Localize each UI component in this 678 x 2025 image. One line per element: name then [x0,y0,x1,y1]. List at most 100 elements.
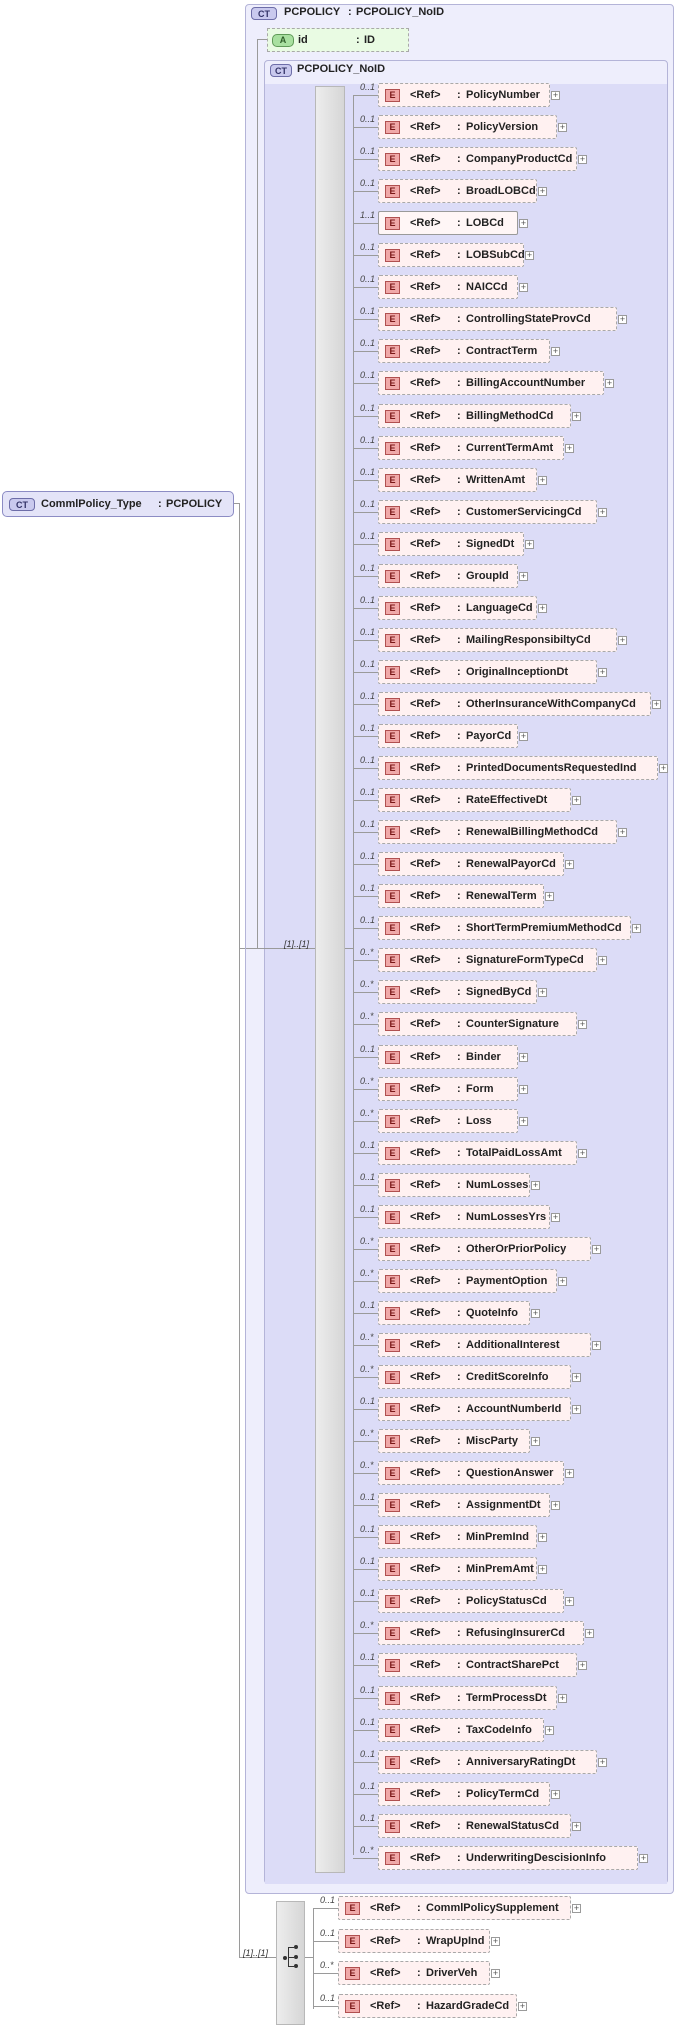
element-short-term-premium-method-cd[interactable]: E<Ref>:ShortTermPremiumMethodCd [378,916,631,941]
element-billing-account-number[interactable]: E<Ref>:BillingAccountNumber [378,371,604,396]
element-tax-code-info[interactable]: E<Ref>:TaxCodeInfo [378,1717,544,1742]
element-credit-score-info[interactable]: E<Ref>:CreditScoreInfo [378,1365,571,1389]
attribute-id[interactable]: A id : ID [267,28,409,52]
expand-icon[interactable]: + [578,1147,587,1158]
expand-icon[interactable]: + [538,1564,547,1575]
expand-icon[interactable]: + [592,1243,601,1254]
element-payor-cd[interactable]: E<Ref>:PayorCd [378,724,518,748]
expand-icon[interactable]: + [565,442,574,453]
element-assignment-dt[interactable]: E<Ref>:AssignmentDt [378,1493,550,1518]
element-total-paid-loss-amt[interactable]: E<Ref>:TotalPaidLossAmt [378,1140,577,1165]
expand-icon[interactable]: + [618,827,627,838]
expand-icon[interactable]: + [565,1468,574,1479]
element-term-process-dt[interactable]: E<Ref>:TermProcessDt [378,1685,557,1710]
element-other-or-prior-policy[interactable]: E<Ref>:OtherOrPriorPolicy [378,1236,591,1261]
element-account-number-id[interactable]: E<Ref>:AccountNumberId [378,1397,571,1422]
expand-icon[interactable]: + [558,122,567,133]
element-driver-veh[interactable]: E<Ref>:DriverVeh [338,1961,490,1985]
expand-icon[interactable]: + [605,378,614,389]
element-payment-option[interactable]: E<Ref>:PaymentOption [378,1268,557,1293]
expand-icon[interactable]: + [491,1935,500,1946]
expand-icon[interactable]: + [519,218,528,229]
expand-icon[interactable]: + [578,1660,587,1671]
expand-icon[interactable]: + [572,795,581,806]
expand-icon[interactable]: + [558,1692,567,1703]
expand-icon[interactable]: + [551,1211,560,1222]
element-underwriting-descision-info[interactable]: E<Ref>:UnderwritingDescisionInfo [378,1845,638,1870]
element-renewal-status-cd[interactable]: E<Ref>:RenewalStatusCd [378,1813,571,1838]
element-other-insurance-with-company-cd[interactable]: E<Ref>:OtherInsuranceWithCompanyCd [378,691,651,716]
expand-icon[interactable]: + [545,1724,554,1735]
expand-icon[interactable]: + [538,474,547,485]
expand-icon[interactable]: + [538,602,547,613]
root-complex-type[interactable]: CT CommlPolicy_Type : PCPOLICY [2,491,234,517]
expand-icon[interactable]: + [538,987,547,998]
expand-icon[interactable]: + [572,1903,581,1913]
element-binder[interactable]: E<Ref>:Binder [378,1044,518,1069]
expand-icon[interactable]: + [632,923,641,934]
element-hazard-grade-cd[interactable]: E<Ref>:HazardGradeCd [338,1993,517,2018]
element-policy-number[interactable]: E<Ref>:PolicyNumber [378,83,550,107]
expand-icon[interactable]: + [652,698,661,709]
element-loss[interactable]: E<Ref>:Loss [378,1108,518,1133]
expand-icon[interactable]: + [519,731,528,741]
expand-icon[interactable]: + [491,1968,500,1978]
expand-icon[interactable]: + [578,154,587,165]
element-policy-status-cd[interactable]: E<Ref>:PolicyStatusCd [378,1589,564,1614]
element-group-id[interactable]: E<Ref>:GroupId [378,563,518,588]
expand-icon[interactable]: + [598,955,607,966]
expand-icon[interactable]: + [519,570,528,581]
element-min-prem-amt[interactable]: E<Ref>:MinPremAmt [378,1557,537,1582]
element-language-cd[interactable]: E<Ref>:LanguageCd [378,595,537,620]
expand-icon[interactable]: + [519,1051,528,1062]
element-contract-share-pct[interactable]: E<Ref>:ContractSharePct [378,1653,577,1678]
element-renewal-payor-cd[interactable]: E<Ref>:RenewalPayorCd [378,852,564,877]
expand-icon[interactable]: + [572,1404,581,1415]
element-renewal-term[interactable]: E<Ref>:RenewalTerm [378,884,544,909]
expand-icon[interactable]: + [598,1756,607,1767]
element-renewal-billing-method-cd[interactable]: E<Ref>:RenewalBillingMethodCd [378,820,617,845]
element-policy-version[interactable]: E<Ref>:PolicyVersion [378,115,557,140]
expand-icon[interactable]: + [598,506,607,517]
element-comml-policy-supplement[interactable]: E<Ref>:CommlPolicySupplement [338,1896,571,1920]
element-rate-effective-dt[interactable]: E<Ref>:RateEffectiveDt [378,788,571,813]
element-signed-by-cd[interactable]: E<Ref>:SignedByCd [378,980,537,1005]
expand-icon[interactable]: + [618,314,627,325]
element-question-answer[interactable]: E<Ref>:QuestionAnswer [378,1461,564,1486]
element-misc-party[interactable]: E<Ref>:MiscParty [378,1429,530,1454]
element-anniversary-rating-dt[interactable]: E<Ref>:AnniversaryRatingDt [378,1749,597,1774]
expand-icon[interactable]: + [572,1372,581,1382]
expand-icon[interactable]: + [592,1339,601,1350]
element-current-term-amt[interactable]: E<Ref>:CurrentTermAmt [378,435,564,460]
expand-icon[interactable]: + [525,538,534,549]
element-customer-servicing-cd[interactable]: E<Ref>:CustomerServicingCd [378,499,597,524]
element-lobsub-cd[interactable]: E<Ref>:LOBSubCd [378,243,525,268]
element-min-prem-ind[interactable]: E<Ref>:MinPremInd [378,1525,537,1550]
element-policy-term-cd[interactable]: E<Ref>:PolicyTermCd [378,1781,550,1806]
element-mailing-responsibilty-cd[interactable]: E<Ref>:MailingResponsibiltyCd [378,627,617,652]
element-form[interactable]: E<Ref>:Form [378,1076,518,1101]
element-lobcd[interactable]: E<Ref>:LOBCd [378,211,518,236]
expand-icon[interactable]: + [531,1307,540,1318]
element-written-amt[interactable]: E<Ref>:WrittenAmt [378,467,537,492]
element-num-losses[interactable]: E<Ref>:NumLosses [378,1172,530,1197]
element-naiccd[interactable]: E<Ref>:NAICCd [378,275,518,300]
expand-icon[interactable]: + [572,410,581,421]
expand-icon[interactable]: + [558,1275,567,1286]
expand-icon[interactable]: + [585,1628,594,1639]
expand-icon[interactable]: + [659,763,668,774]
expand-icon[interactable]: + [618,634,627,645]
element-printed-documents-requested-ind[interactable]: E<Ref>:PrintedDocumentsRequestedInd [378,756,658,781]
element-company-product-cd[interactable]: E<Ref>:CompanyProductCd [378,147,577,172]
expand-icon[interactable]: + [565,859,574,870]
expand-icon[interactable]: + [519,1115,528,1126]
element-original-inception-dt[interactable]: E<Ref>:OriginalInceptionDt [378,659,597,684]
expand-icon[interactable]: + [519,1083,528,1094]
element-counter-signature[interactable]: E<Ref>:CounterSignature [378,1012,577,1037]
expand-icon[interactable]: + [572,1820,581,1831]
expand-icon[interactable]: + [551,1788,560,1799]
element-signed-dt[interactable]: E<Ref>:SignedDt [378,531,524,556]
expand-icon[interactable]: + [565,1596,574,1607]
element-contract-term[interactable]: E<Ref>:ContractTerm [378,339,550,364]
expand-icon[interactable]: + [639,1852,648,1863]
